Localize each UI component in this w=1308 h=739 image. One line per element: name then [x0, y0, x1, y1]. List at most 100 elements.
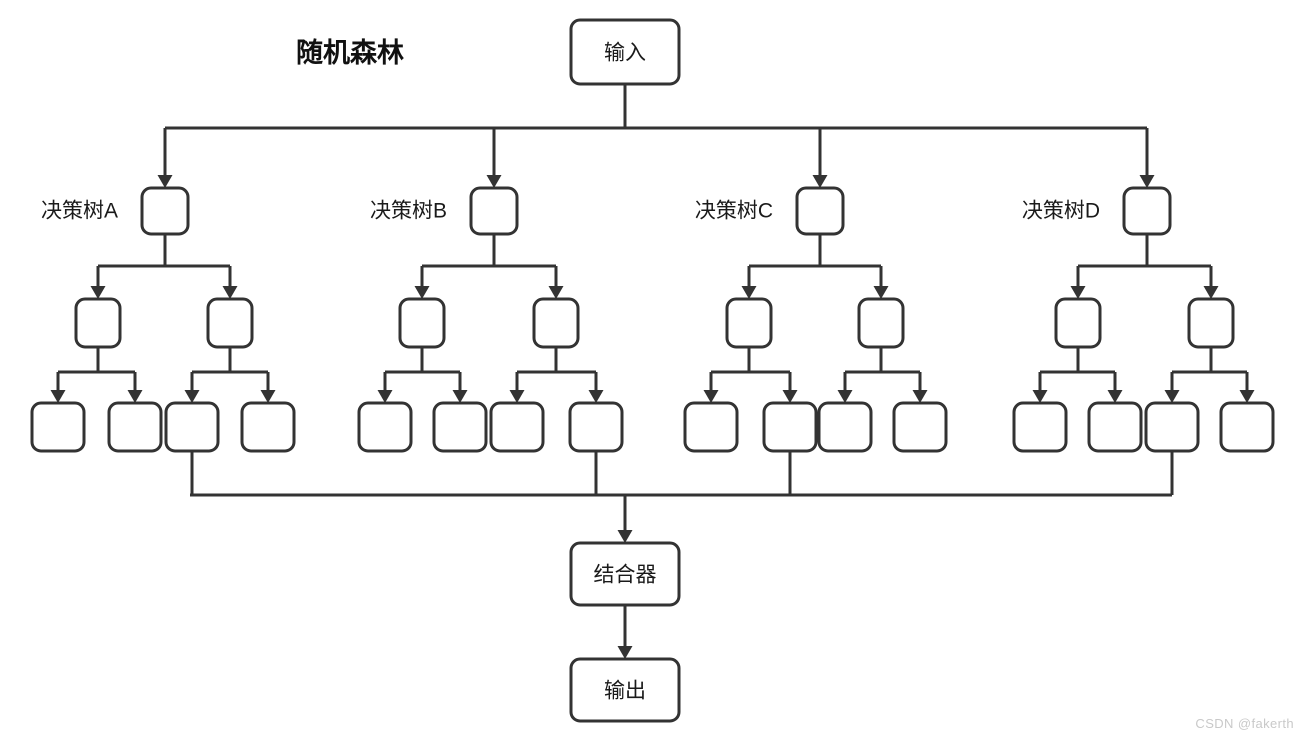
combiner-node-rect [569, 541, 681, 607]
tree-a-leaf-3-arrow [260, 390, 276, 403]
tree-c-leaf-node-3-rect [892, 401, 948, 453]
tree-c-root-node [795, 186, 845, 236]
tree-a-mid-node-0 [74, 297, 122, 349]
tree-a-mid-0-arrow [90, 286, 106, 299]
tree-a-label: 决策树A [41, 200, 118, 223]
edge-layer [50, 84, 1255, 659]
tree-b-leaf-0-arrow [377, 390, 393, 403]
tree-d-leaf-2-arrow [1164, 390, 1180, 403]
output-node-rect [569, 657, 681, 723]
tree-c-mid-node-1-rect [857, 297, 905, 349]
tree-d-leaf-1-arrow [1107, 390, 1123, 403]
tree-d-leaf-0-arrow [1032, 390, 1048, 403]
tree-d-mid-node-1-rect [1187, 297, 1235, 349]
tree-b-mid-node-1 [532, 297, 580, 349]
node-layer [30, 18, 1275, 723]
tree-c-mid-node-1 [857, 297, 905, 349]
tree-d-mid-node-0 [1054, 297, 1102, 349]
tree-a-leaf-0-arrow [50, 390, 66, 403]
tree-c-leaf-node-1-rect [762, 401, 818, 453]
tree-d-leaf-node-2 [1144, 401, 1200, 453]
input-node [569, 18, 681, 86]
tree-b-leaf-node-3 [568, 401, 624, 453]
tree-b-root-node-rect [469, 186, 519, 236]
tree-a-leaf-node-1-rect [107, 401, 163, 453]
tree-a-leaf-node-2-rect [164, 401, 220, 453]
tree-b-mid-node-0-rect [398, 297, 446, 349]
tree-c-leaf-node-2 [817, 401, 873, 453]
combiner-arrow [617, 530, 633, 543]
tree-c-mid-node-0-rect [725, 297, 773, 349]
tree-b-mid-node-1-rect [532, 297, 580, 349]
tree-b-leaf-3-arrow [588, 390, 604, 403]
combiner-node-label: 结合器 [594, 564, 657, 587]
tree-d-label: 决策树D [1022, 200, 1100, 223]
tree-3-root-arrow [1139, 175, 1155, 188]
tree-b-leaf-node-0 [357, 401, 413, 453]
tree-a-leaf-node-0-rect [30, 401, 86, 453]
tree-b-leaf-node-2-rect [489, 401, 545, 453]
combiner-node [569, 541, 681, 607]
tree-a-mid-node-0-rect [74, 297, 122, 349]
tree-d-leaf-node-1-rect [1087, 401, 1143, 453]
tree-d-leaf-node-2-rect [1144, 401, 1200, 453]
output-arrow [617, 646, 633, 659]
diagram-title: 随机森林 [296, 38, 404, 68]
tree-a-leaf-node-3 [240, 401, 296, 453]
tree-a-leaf-node-1 [107, 401, 163, 453]
output-node [569, 657, 681, 723]
tree-d-mid-node-1 [1187, 297, 1235, 349]
tree-d-leaf-node-3 [1219, 401, 1275, 453]
tree-a-root-node-rect [140, 186, 190, 236]
tree-c-mid-1-arrow [873, 286, 889, 299]
tree-a-mid-node-1 [206, 297, 254, 349]
tree-d-root-node [1122, 186, 1172, 236]
tree-d-leaf-node-3-rect [1219, 401, 1275, 453]
tree-c-leaf-node-2-rect [817, 401, 873, 453]
tree-a-leaf-node-2 [164, 401, 220, 453]
tree-b-mid-node-0 [398, 297, 446, 349]
tree-c-leaf-node-1 [762, 401, 818, 453]
tree-a-leaf-node-3-rect [240, 401, 296, 453]
input-node-label: 输入 [604, 42, 646, 65]
tree-1-root-arrow [486, 175, 502, 188]
tree-c-mid-node-0 [725, 297, 773, 349]
tree-a-root-node [140, 186, 190, 236]
tree-b-leaf-2-arrow [509, 390, 525, 403]
tree-d-mid-0-arrow [1070, 286, 1086, 299]
tree-c-leaf-node-0-rect [683, 401, 739, 453]
tree-d-mid-1-arrow [1203, 286, 1219, 299]
tree-a-leaf-1-arrow [127, 390, 143, 403]
tree-a-leaf-node-0 [30, 401, 86, 453]
tree-a-mid-1-arrow [222, 286, 238, 299]
tree-b-leaf-node-0-rect [357, 401, 413, 453]
tree-a-mid-node-1-rect [206, 297, 254, 349]
tree-c-mid-0-arrow [741, 286, 757, 299]
tree-c-leaf-1-arrow [782, 390, 798, 403]
tree-0-root-arrow [157, 175, 173, 188]
tree-b-leaf-node-1-rect [432, 401, 488, 453]
tree-b-root-node [469, 186, 519, 236]
tree-a-leaf-2-arrow [184, 390, 200, 403]
tree-d-mid-node-0-rect [1054, 297, 1102, 349]
tree-c-root-node-rect [795, 186, 845, 236]
tree-b-mid-0-arrow [414, 286, 430, 299]
tree-2-root-arrow [812, 175, 828, 188]
watermark-label: CSDN @fakerth [1195, 716, 1294, 731]
tree-d-leaf-node-1 [1087, 401, 1143, 453]
tree-b-leaf-1-arrow [452, 390, 468, 403]
tree-c-leaf-node-0 [683, 401, 739, 453]
tree-b-leaf-node-3-rect [568, 401, 624, 453]
tree-c-leaf-node-3 [892, 401, 948, 453]
tree-d-leaf-node-0 [1012, 401, 1068, 453]
tree-b-leaf-node-2 [489, 401, 545, 453]
tree-c-leaf-3-arrow [912, 390, 928, 403]
input-node-rect [569, 18, 681, 86]
tree-b-label: 决策树B [370, 200, 447, 223]
tree-b-leaf-node-1 [432, 401, 488, 453]
tree-b-mid-1-arrow [548, 286, 564, 299]
tree-d-leaf-node-0-rect [1012, 401, 1068, 453]
